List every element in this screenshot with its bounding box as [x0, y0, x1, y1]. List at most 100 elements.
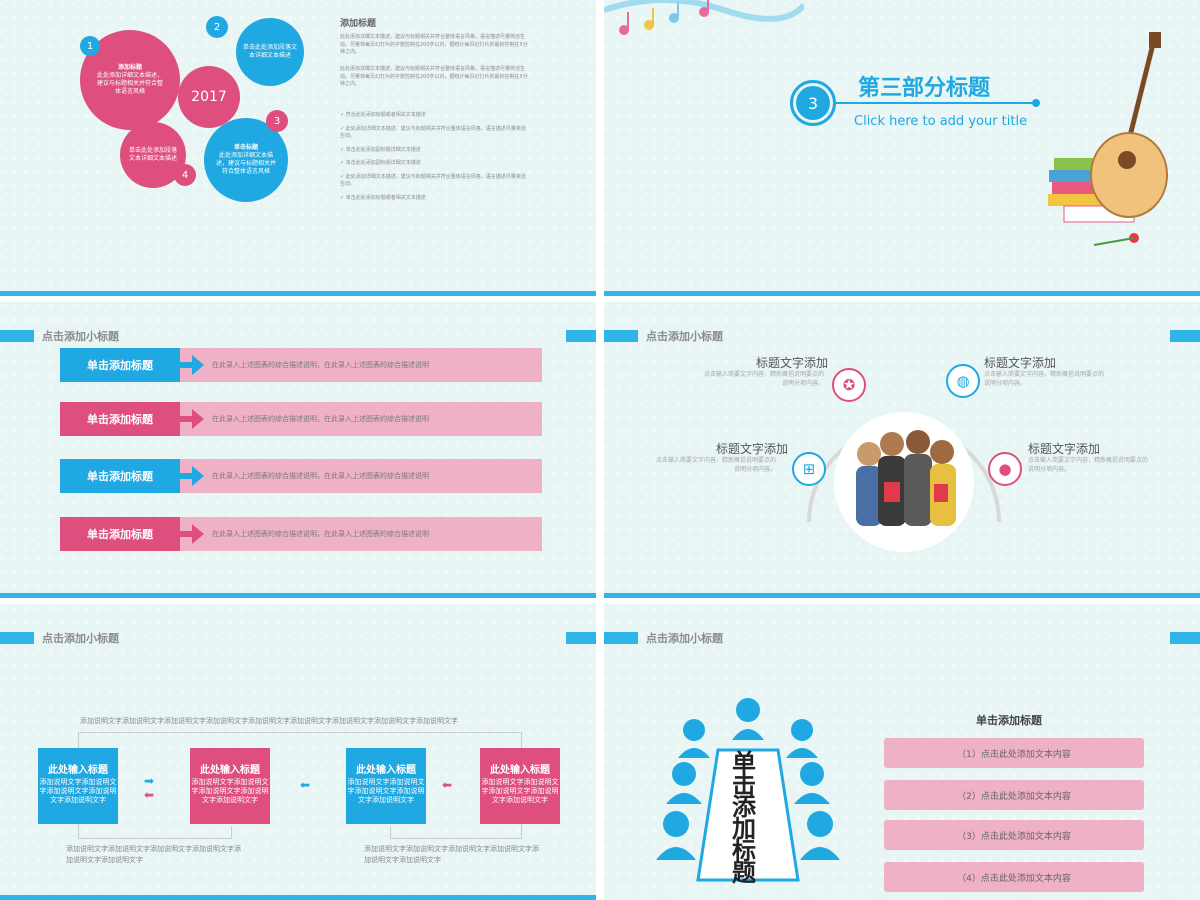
row-3-label[interactable]: 单击添加标题 — [60, 459, 180, 493]
slide-3[interactable]: 点击添加小标题 在此录入上述图表的综合描述说明，在此录入上述图表的综合描述说明 … — [0, 302, 596, 598]
circle-3: 单击标题 此处添加详细文本描述，建议与标题相关并符合整体语言风格 — [204, 118, 288, 202]
slide-subtitle: 点击添加小标题 — [42, 330, 119, 343]
flow-box-3-title: 此处输入标题 — [356, 765, 416, 776]
music-notes-icon — [604, 0, 804, 35]
bottom-bar — [604, 593, 1200, 598]
bracket-bottom-right — [390, 826, 522, 839]
paragraph-1: 此处添加详细文本描述，建议与标题相关并符合整体语言风格，语言描述尽量简洁生动。尽… — [340, 34, 528, 55]
row-4-label[interactable]: 单击添加标题 — [60, 517, 180, 551]
item-3[interactable]: （3）点击此处添加文本内容 — [884, 820, 1144, 850]
item-1[interactable]: （1）点击此处添加文本内容 — [884, 738, 1144, 768]
circle-1-text: 此处添加详细文本描述，建议与标题相关并符合整体语言风格 — [96, 71, 163, 96]
bracket-bottom-left — [78, 826, 232, 839]
circle-2: 单击此处添加段落文本详细文本描述 — [236, 18, 304, 86]
slide-6[interactable]: 点击添加小标题 单击添加标题 单击添加标题 （1）点击此处添加文本内容 （2）点… — [604, 604, 1200, 900]
bullet-item: ✓ 符合此处添加标题或者相关文本描述 — [340, 112, 530, 120]
bullet-list: ✓ 符合此处添加标题或者相关文本描述 ✓ 此处添加详细文本描述，建议与标题相关并… — [340, 112, 530, 202]
arrow-left-icon: ⬅ — [442, 778, 453, 792]
header-accent-left — [604, 632, 638, 644]
flow-box-1-title: 此处输入标题 — [48, 765, 108, 776]
check-icon: ✓ — [340, 125, 346, 132]
feature-3-title: 标题文字添加 — [716, 442, 789, 456]
compass-icon[interactable]: ✪ — [832, 368, 866, 402]
windows-icon[interactable]: ⊞ — [792, 452, 826, 486]
header-accent-right — [566, 632, 596, 644]
flow-box-2-title: 此处输入标题 — [200, 765, 260, 776]
flow-box-2-text: 添加说明文字添加说明文字添加说明文字添加说明文字添加说明文字 — [191, 777, 269, 805]
feature-2-title: 标题文字添加 — [984, 356, 1057, 370]
check-icon: ✓ — [340, 146, 346, 153]
bullet-item: ✓ 单击此处添加副标题详细文本描述 — [340, 160, 530, 168]
arrow-right-icon — [192, 466, 204, 486]
students-photo — [834, 412, 974, 552]
flow-box-3[interactable]: 此处输入标题 添加说明文字添加说明文字添加说明文字添加说明文字添加说明文字 — [346, 748, 426, 824]
bullet-item: ✓ 单击此处添加副标题详细文本描述 — [340, 147, 530, 155]
circle-2-num: 2 — [206, 16, 228, 38]
apple-icon[interactable]: ● — [988, 452, 1022, 486]
section-subtitle: Click here to add your title — [854, 114, 1028, 129]
feature-4-desc: 点击输入简要文字内容，精炼概括说明要点的说明分项内容。 — [1028, 457, 1149, 473]
title-underline — [836, 102, 1036, 104]
header-accent-right — [566, 330, 596, 342]
slide-1[interactable]: 添加标题 此处添加详细文本描述，建议与标题相关并符合整体语言风格 1 单击此处添… — [0, 0, 596, 296]
slide-4[interactable]: 点击添加小标题 标题文字添加 点击输入简要文字内容，精炼概括说明要点的说明分项内… — [604, 302, 1200, 598]
arrow-left-icon: ⬅ — [300, 778, 311, 792]
bullet-text: 单击此处添加副标题详细文本描述 — [345, 146, 421, 153]
arrow-right-icon — [192, 409, 204, 429]
flow-box-4-text: 添加说明文字添加说明文字添加说明文字添加说明文字添加说明文字 — [481, 777, 559, 805]
section-title: 第三部分标题 — [858, 76, 991, 101]
bottom-caption-right: 添加说明文字添加说明文字添加说明文字添加说明文字添加说明文字添加说明文字 — [364, 845, 539, 864]
header-accent-left — [0, 632, 34, 644]
right-title: 添加标题 — [340, 19, 377, 29]
section-number-inner: 3 — [796, 86, 830, 120]
arrow-stem — [180, 531, 194, 537]
bottom-caption-left: 添加说明文字添加说明文字添加说明文字添加说明文字添加说明文字添加说明文字 — [66, 845, 241, 864]
check-icon: ✓ — [340, 194, 346, 201]
circle-1-title: 添加标题 — [117, 63, 142, 71]
flow-box-1[interactable]: 此处输入标题 添加说明文字添加说明文字添加说明文字添加说明文字添加说明文字 — [38, 748, 118, 824]
bullet-item: ✓ 此处添加详细文本描述，建议与标题相关并符合整体语言风格，语言描述尽量简洁生动… — [340, 174, 530, 189]
exchange-arrows-icon: ➡⬅ — [144, 774, 155, 802]
guitar-books-illustration — [1048, 32, 1168, 246]
feature-1-title: 标题文字添加 — [756, 356, 829, 370]
flow-box-4[interactable]: 此处输入标题 添加说明文字添加说明文字添加说明文字添加说明文字添加说明文字 — [480, 748, 560, 824]
bottom-bar — [0, 593, 596, 598]
feature-2-desc: 点击输入简要文字内容，精炼概括说明要点的说明分项内容。 — [984, 371, 1105, 387]
bullet-item: ✓ 单击此处添加标题或者相关文本描述 — [340, 195, 530, 203]
year-label: 2017 — [191, 88, 227, 105]
bottom-bar — [0, 895, 596, 900]
circle-3-title: 单击标题 — [233, 143, 258, 151]
bullet-text: 此处添加详细文本描述，建议与标题相关并符合整体语言风格，语言描述尽量简洁生动。 — [340, 125, 526, 140]
item-4[interactable]: （4）点击此处添加文本内容 — [884, 862, 1144, 892]
slide-5[interactable]: 点击添加小标题 添加说明文字添加说明文字添加说明文字添加说明文字添加说明文字添加… — [0, 604, 596, 900]
row-1-label[interactable]: 单击添加标题 — [60, 348, 180, 382]
row-2-label[interactable]: 单击添加标题 — [60, 402, 180, 436]
paragraph-2: 此处添加详细文本描述，建议与标题相关并符合整体语言风格，语言描述尽量简洁生动。尽… — [340, 66, 528, 87]
section-number: 3 — [790, 80, 836, 126]
slide-subtitle: 点击添加小标题 — [646, 330, 723, 343]
feature-1-desc: 点击输入简要文字内容，精炼概括说明要点的说明分项内容。 — [704, 371, 825, 387]
circle-3-num: 3 — [266, 110, 288, 132]
bullet-text: 单击此处添加标题或者相关文本描述 — [345, 194, 426, 201]
arrow-stem — [180, 416, 194, 422]
header-accent-right — [1170, 330, 1200, 342]
globe-icon[interactable]: ◍ — [946, 364, 980, 398]
arrow-right-icon — [192, 524, 204, 544]
slide-subtitle: 点击添加小标题 — [646, 632, 723, 645]
vertical-title: 单击添加标题 — [732, 749, 756, 887]
circle-3-text: 此处添加详细文本描述，建议与标题相关并符合整体语言风格 — [215, 151, 276, 176]
flow-box-2[interactable]: 此处输入标题 添加说明文字添加说明文字添加说明文字添加说明文字添加说明文字 — [190, 748, 270, 824]
bottom-bar — [0, 291, 596, 296]
flow-box-4-title: 此处输入标题 — [490, 765, 550, 776]
meeting-table-icon — [656, 698, 840, 882]
bullet-text: 此处添加详细文本描述，建议与标题相关并符合整体语言风格，语言描述尽量简洁生动。 — [340, 173, 526, 188]
row-1-band: 在此录入上述图表的综合描述说明，在此录入上述图表的综合描述说明 — [180, 348, 542, 382]
circle-4-text: 单击此处添加段落文本详细文本描述 — [128, 146, 177, 162]
underline-dot — [1032, 99, 1040, 107]
bullet-item: ✓ 此处添加详细文本描述，建议与标题相关并符合整体语言风格，语言描述尽量简洁生动… — [340, 126, 530, 141]
arrow-stem — [180, 473, 194, 479]
item-2[interactable]: （2）点击此处添加文本内容 — [884, 780, 1144, 810]
slide-2[interactable]: 3 第三部分标题 Click here to add your title — [604, 0, 1200, 296]
circle-2-text: 单击此处添加段落文本详细文本描述 — [243, 43, 298, 59]
slide-subtitle: 点击添加小标题 — [42, 632, 119, 645]
